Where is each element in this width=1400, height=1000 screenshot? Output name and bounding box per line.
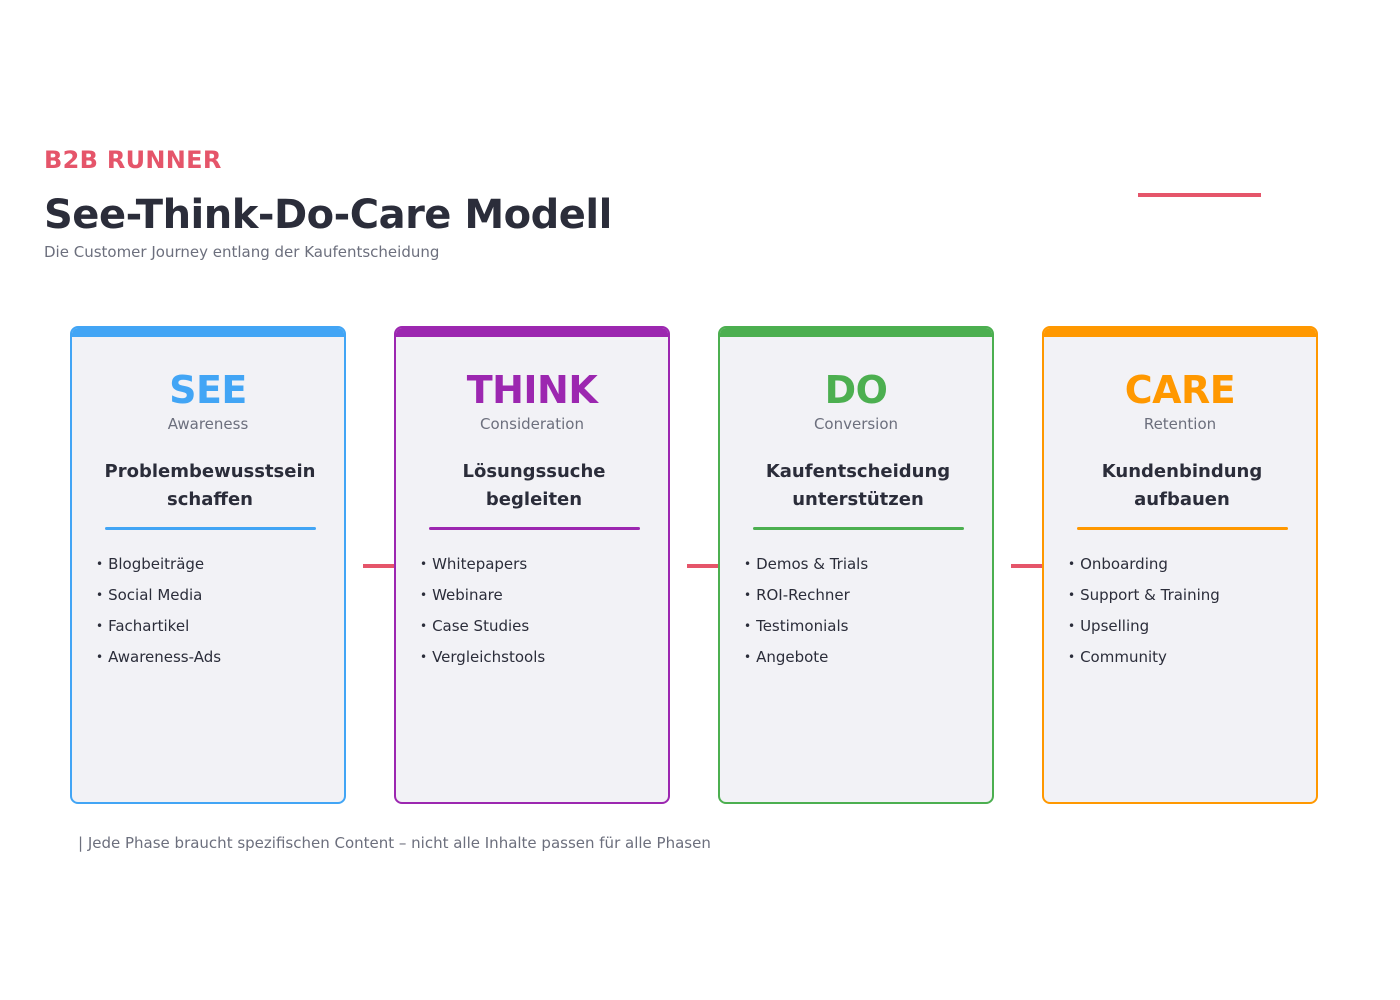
phase-goal: Problembewusstsein schaffen xyxy=(104,461,316,510)
list-item: Awareness-Ads xyxy=(96,645,221,676)
content-list: Onboarding Support & Training Upselling … xyxy=(1068,552,1220,676)
goal-divider xyxy=(105,527,316,530)
list-item: Fachartikel xyxy=(96,614,221,645)
list-item: Vergleichstools xyxy=(420,645,545,676)
content-list: Blogbeiträge Social Media Fachartikel Aw… xyxy=(96,552,221,676)
connector-do-care xyxy=(1011,564,1043,568)
content-list: Whitepapers Webinare Case Studies Vergle… xyxy=(420,552,545,676)
phase-card-see: SEE Awareness Problembewusstsein schaffe… xyxy=(70,326,346,804)
brand-logo-text: B2B RUNNER xyxy=(44,146,222,174)
list-item: Support & Training xyxy=(1068,583,1220,614)
connector-see-think xyxy=(363,564,395,568)
goal-divider xyxy=(1077,527,1288,530)
goal-divider xyxy=(429,527,640,530)
list-item: ROI-Rechner xyxy=(744,583,868,614)
phase-name: DO xyxy=(824,368,888,412)
phase-stage: Consideration xyxy=(480,415,584,433)
phase-name: THINK xyxy=(466,368,598,412)
phase-goal: Lösungssuche begleiten xyxy=(462,461,606,510)
phase-name: SEE xyxy=(169,368,247,412)
card-top-bar xyxy=(72,328,344,337)
list-item: Upselling xyxy=(1068,614,1220,645)
card-top-bar xyxy=(720,328,992,337)
list-item: Onboarding xyxy=(1068,552,1220,583)
page-subtitle: Die Customer Journey entlang der Kaufent… xyxy=(44,243,440,261)
list-item: Social Media xyxy=(96,583,221,614)
goal-divider xyxy=(753,527,964,530)
list-item: Case Studies xyxy=(420,614,545,645)
card-top-bar xyxy=(1044,328,1316,337)
list-item: Testimonials xyxy=(744,614,868,645)
phase-card-care: CARE Retention Kundenbindung aufbauen On… xyxy=(1042,326,1318,804)
page-title: See-Think-Do-Care Modell xyxy=(44,192,612,238)
phase-stage: Conversion xyxy=(813,415,899,433)
footnote: | Jede Phase braucht spezifischen Conten… xyxy=(78,834,711,852)
phase-stage: Awareness xyxy=(167,415,249,433)
phase-card-do: DO Conversion Kaufentscheidung unterstüt… xyxy=(718,326,994,804)
list-item: Whitepapers xyxy=(420,552,545,583)
list-item: Demos & Trials xyxy=(744,552,868,583)
connector-think-do xyxy=(687,564,719,568)
phase-goal: Kundenbindung aufbauen xyxy=(1101,461,1263,510)
phase-card-think: THINK Consideration Lösungssuche begleit… xyxy=(394,326,670,804)
phase-name: CARE xyxy=(1124,368,1236,412)
list-item: Community xyxy=(1068,645,1220,676)
card-top-bar xyxy=(396,328,668,337)
list-item: Webinare xyxy=(420,583,545,614)
accent-line xyxy=(1138,193,1261,197)
phase-goal: Kaufentscheidung unterstützen xyxy=(765,461,951,510)
content-list: Demos & Trials ROI-Rechner Testimonials … xyxy=(744,552,868,676)
list-item: Blogbeiträge xyxy=(96,552,221,583)
list-item: Angebote xyxy=(744,645,868,676)
phase-stage: Retention xyxy=(1143,415,1217,433)
